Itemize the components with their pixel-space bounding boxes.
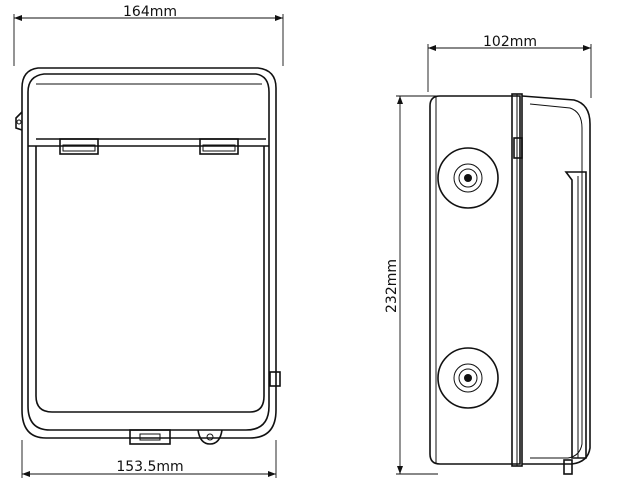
front-width-bottom-label: 153.5mm <box>116 459 183 475</box>
flange-clip <box>513 137 523 159</box>
right-hinge <box>199 138 239 155</box>
bottom-lock-tab <box>129 429 171 445</box>
left-mount-hole <box>16 119 22 125</box>
side-back-body <box>429 95 521 465</box>
front-width-top-label: 164mm <box>123 4 177 20</box>
front-view <box>15 67 281 445</box>
side-lid-body <box>521 95 591 465</box>
front-top-dimension: 164mm <box>13 4 284 66</box>
height-label: 232mm <box>384 259 400 313</box>
left-mount-tab <box>15 111 23 131</box>
bottom-mount-ear <box>197 429 223 445</box>
front-inner-body <box>27 73 270 431</box>
bottom-mount-hole <box>206 433 214 441</box>
left-hinge-slot <box>62 144 96 152</box>
lower-cable-gland <box>437 347 499 409</box>
side-depth-label: 102mm <box>483 34 537 50</box>
front-bottom-dimension: 153.5mm <box>21 440 277 478</box>
transparent-cover <box>35 146 265 413</box>
side-height-dimension: 232mm <box>384 95 438 475</box>
side-lid-inner <box>529 103 583 459</box>
bottom-lock-slot <box>139 433 161 441</box>
left-hinge <box>59 138 99 155</box>
side-latch <box>269 371 281 387</box>
right-hinge-slot <box>202 144 236 152</box>
upper-cable-gland <box>437 147 499 209</box>
side-view <box>429 93 591 475</box>
side-cover-profile <box>564 171 587 459</box>
side-top-dimension: 102mm <box>427 34 592 98</box>
front-outer-body <box>21 67 277 439</box>
side-bottom-latch <box>563 459 573 475</box>
